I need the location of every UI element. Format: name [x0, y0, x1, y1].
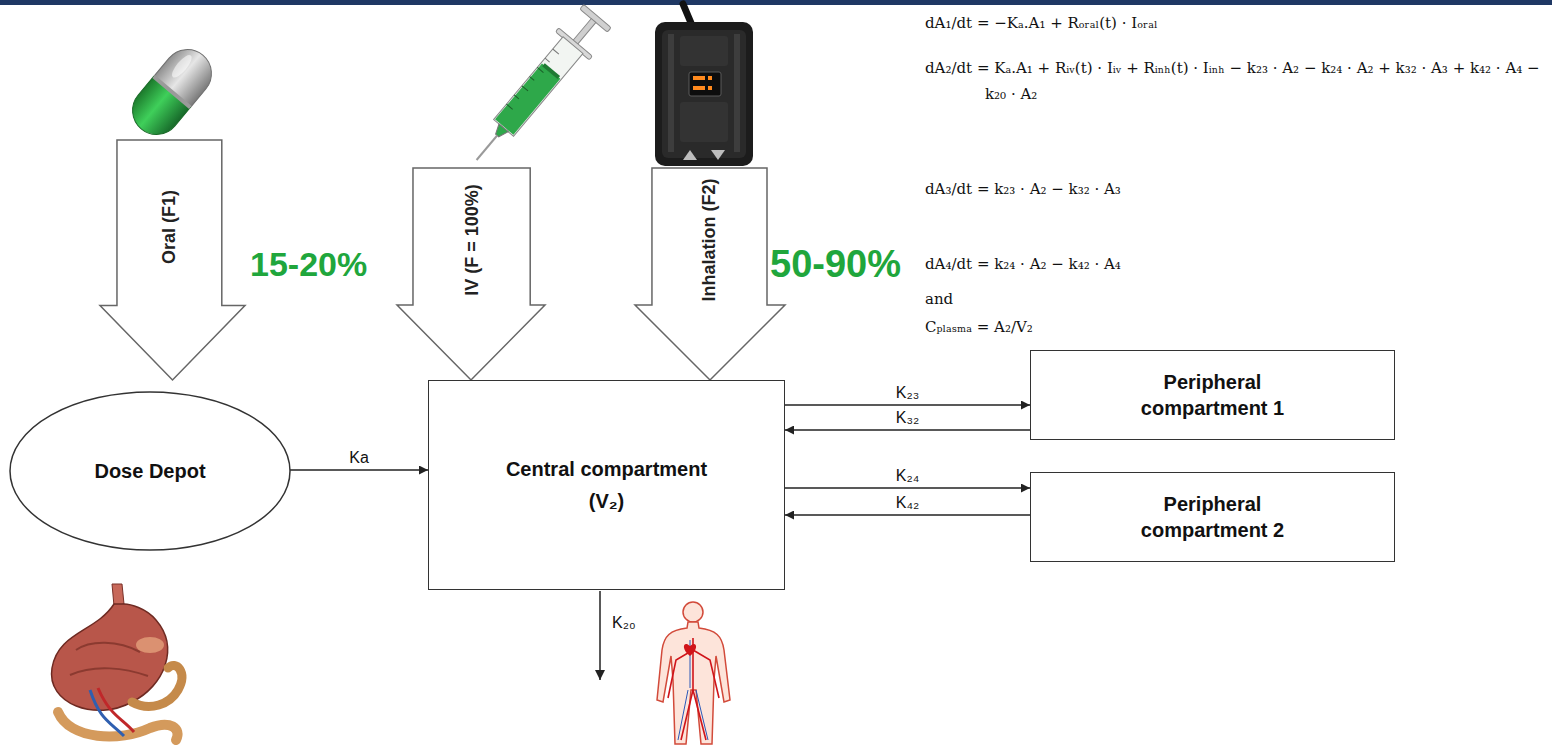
rate-constant-label: K₂₃ [893, 384, 922, 402]
route-arrow: Oral (F1) [100, 140, 245, 380]
syringe-icon [545, 58, 550, 62]
percentage-label: 50-90% [770, 243, 901, 286]
syringe-icon [514, 95, 519, 99]
capsule-icon [169, 52, 195, 80]
equation: dA₁/dt = −Kₐ.A₁ + Rₒᵣₐₗ(t) · Iₒᵣₐₗ [925, 14, 1158, 32]
rate-constant-label: K₄₂ [893, 494, 922, 512]
stomach-illustration [90, 690, 124, 736]
vaporizer-icon [708, 86, 712, 90]
rate-constant-label: K₃₂ [893, 409, 922, 427]
human-body-illustration [678, 640, 708, 740]
syringe-icon [460, 2, 615, 174]
top-bar [0, 0, 1552, 5]
capsule-icon [123, 77, 191, 145]
route-arrow: IV (F = 100%) [397, 168, 545, 380]
vaporizer-icon [711, 150, 725, 160]
vaporizer-icon [693, 86, 705, 90]
stomach-illustration [70, 643, 148, 676]
node-label: Oral (F1) [159, 190, 179, 264]
node-label: Peripheral compartment 2 [1128, 491, 1298, 543]
human-body-illustration [668, 638, 719, 740]
equation-text: and [925, 290, 953, 308]
rate-arrow [785, 487, 1030, 489]
compartment-box: Central compartment (V₂) [428, 380, 785, 590]
vaporizer-icon [662, 30, 746, 158]
human-body-illustration [657, 622, 730, 744]
vaporizer-icon [683, 150, 697, 160]
syringe-icon [495, 63, 560, 134]
ellipse-shape [10, 392, 290, 550]
equation: Cₚₗₐₛₘₐ = A₂/V₂ [925, 318, 1033, 336]
syringe-icon [530, 77, 535, 81]
rotated-text-holder: Oral (F1) [159, 190, 180, 264]
vaporizer-icon [680, 102, 728, 142]
capsule-icon [123, 40, 221, 144]
compartment-box: Peripheral compartment 2 [1030, 472, 1395, 562]
syringe-icon [553, 49, 559, 54]
rotated-text-holder: IV (F = 100%) [461, 185, 482, 297]
stomach-illustration [98, 688, 134, 732]
text-holder: Peripheral compartment 1 [1128, 369, 1298, 421]
route-arrow: Inhalation (F2) [635, 168, 785, 380]
rate-constant-label: K₂₄ [893, 467, 922, 485]
block-arrow-shape [635, 168, 785, 380]
node-label: Inhalation (F2) [699, 179, 719, 302]
vaporizer-icon [655, 22, 753, 166]
node-label: IV (F = 100%) [461, 185, 481, 297]
human-body-illustration [684, 644, 696, 656]
equation: dA₃/dt = k₂₃ · A₂ − k₃₂ · A₃ [925, 180, 1121, 198]
text-holder: Central compartment (V₂) [492, 453, 722, 517]
stomach-illustration [112, 584, 124, 606]
vaporizer-icon [734, 34, 740, 152]
equation: dA₄/dt = k₂₄ · A₂ − k₄₂ · A₄ [925, 255, 1121, 273]
rate-arrow [785, 429, 1030, 431]
vaporizer-icon [689, 72, 721, 96]
stomach-illustration [52, 604, 168, 710]
vaporizer-icon [693, 76, 705, 80]
syringe-icon [537, 67, 543, 72]
stomach-illustration [52, 584, 182, 740]
syringe-icon [477, 135, 498, 160]
stomach-illustration [136, 637, 164, 653]
rate-constant-label: K₂₀ [612, 614, 636, 632]
vaporizer-icon [708, 76, 712, 80]
compartment-box: Peripheral compartment 1 [1030, 350, 1395, 440]
human-body-illustration [657, 602, 730, 744]
node-label: Dose Depot [94, 458, 205, 484]
block-arrow-shape [397, 168, 545, 380]
syringe-icon [506, 104, 512, 109]
percentage-label: 15-20% [250, 245, 367, 284]
syringe-icon [542, 63, 560, 79]
rate-arrow [290, 469, 428, 471]
text-holder: Dose Depot [94, 458, 205, 484]
vaporizer-icon [668, 34, 674, 152]
syringe-icon [522, 86, 528, 91]
stomach-illustration [132, 665, 182, 706]
node-label: Central compartment (V₂) [492, 453, 722, 517]
syringe-icon [494, 37, 583, 136]
text-holder: Peripheral compartment 2 [1128, 491, 1298, 543]
node-label: Peripheral compartment 1 [1128, 369, 1298, 421]
rate-constant-label: Ka [346, 449, 372, 467]
block-arrow-shape [100, 140, 245, 380]
rate-arrow [785, 404, 1030, 406]
capsule-icon [152, 75, 191, 109]
human-body-illustration [683, 602, 703, 622]
rotated-text-holder: Inhalation (F2) [699, 179, 720, 302]
depot-ellipse: Dose Depot [10, 392, 290, 550]
vaporizer-icon [680, 36, 728, 66]
equation: dA₂/dt = Kₐ.A₁ + Rᵢᵥ(t) · Iᵢᵥ + Rᵢₙₕ(t) … [925, 56, 1540, 107]
elimination-arrow [599, 591, 601, 680]
rate-arrow [785, 514, 1030, 516]
vaporizer-icon [655, 4, 753, 166]
